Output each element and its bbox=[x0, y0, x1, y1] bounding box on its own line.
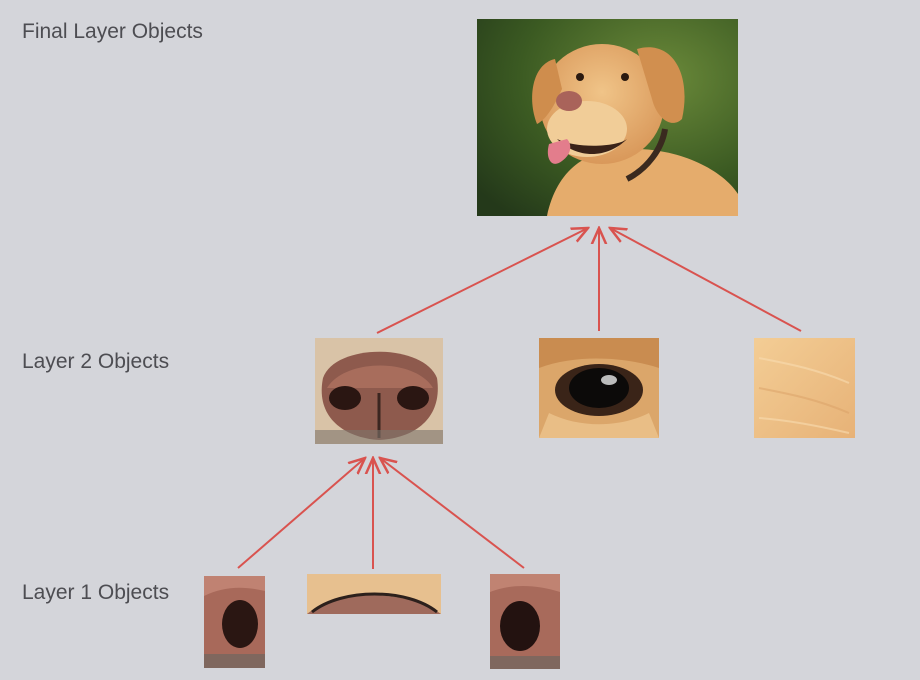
nose-patch bbox=[315, 338, 443, 444]
eye-patch bbox=[539, 338, 659, 438]
layer2-label: Layer 2 Objects bbox=[22, 350, 170, 373]
nostril-left-patch bbox=[204, 576, 265, 668]
final-layer-label: Final Layer Objects bbox=[22, 20, 203, 43]
arrow-fur-to-dog bbox=[610, 228, 802, 332]
arrow-nose-to-dog bbox=[376, 228, 588, 334]
dog-photo bbox=[477, 19, 738, 216]
layer1-label: Layer 1 Objects bbox=[22, 581, 170, 604]
arrow-nostril-left-to-nose bbox=[237, 458, 365, 569]
nostril-right-patch bbox=[490, 574, 560, 669]
nose-edge-patch bbox=[307, 574, 441, 614]
fur-patch bbox=[754, 338, 855, 438]
arrow-nostril-right-to-nose bbox=[380, 458, 525, 569]
